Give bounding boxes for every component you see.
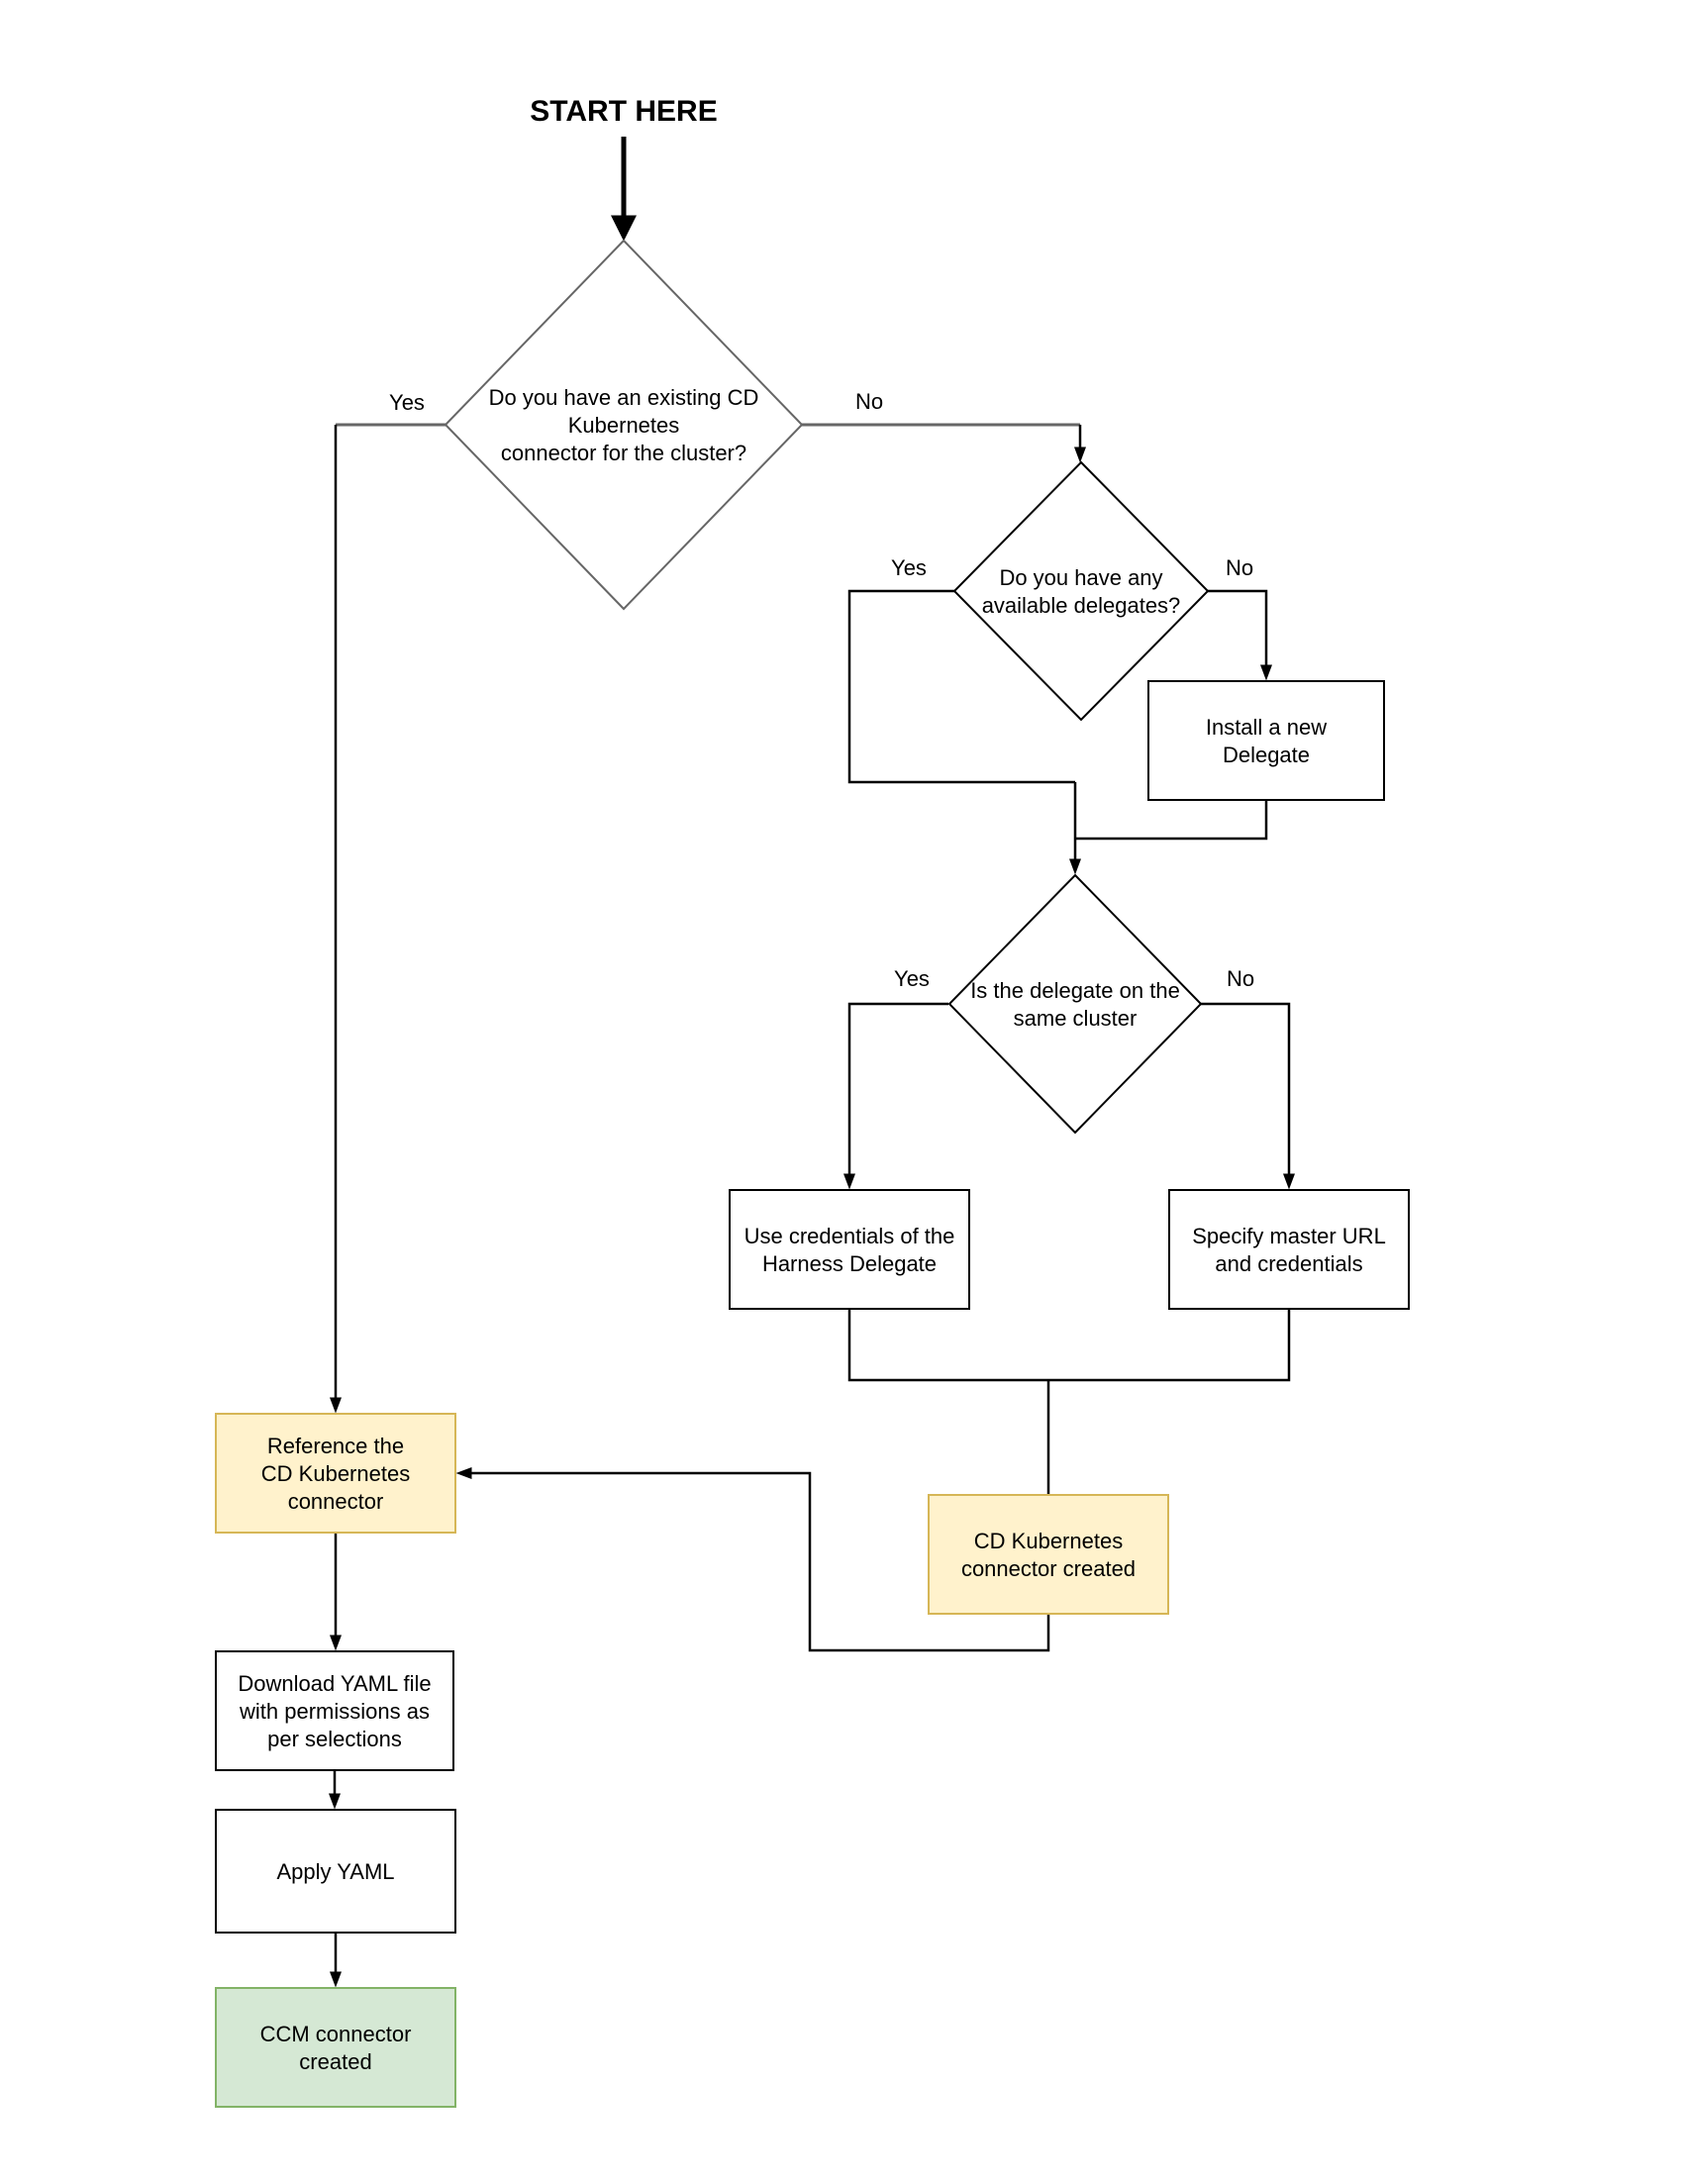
edge-label-label-no-available-delegates: No	[1226, 555, 1253, 580]
edge-install-to-junction	[1075, 800, 1268, 841]
download-yaml-file-box-shape	[215, 1650, 454, 1771]
edge-same-cluster-yes-to-use-credentials	[843, 1002, 948, 1190]
edge-label-label-yes-available-delegates: Yes	[891, 555, 927, 580]
edge-label-label-no-existing-connector: No	[855, 389, 883, 414]
edge-label-label-no-same-cluster: No	[1227, 966, 1254, 991]
edges-layer	[329, 137, 1295, 1988]
edge-label-label-yes-same-cluster: Yes	[894, 966, 930, 991]
apply-yaml-label: Apply YAML	[276, 1859, 394, 1884]
edge-delegates-no-to-install	[1208, 589, 1272, 681]
start-here-title: START HERE	[530, 95, 717, 128]
delegate-same-cluster-decision-diamond-shape	[947, 873, 1203, 1135]
specify-master-url-box-shape	[1168, 1189, 1410, 1310]
apply-yaml-box-shape	[215, 1809, 456, 1934]
install-new-delegate-box-shape	[1147, 680, 1385, 801]
edge-cd-connector-loop-to-reference	[455, 1467, 1050, 1652]
edge-label-label-yes-existing-connector: Yes	[389, 390, 425, 415]
use-delegate-credentials-box-shape	[729, 1189, 970, 1310]
available-delegates-decision-diamond-shape	[952, 460, 1210, 722]
existing-connector-decision-diamond-shape	[444, 239, 804, 611]
node-apply-yaml: Apply YAML	[215, 1809, 456, 1934]
cd-kubernetes-connector-created-box-shape	[928, 1494, 1169, 1615]
edge-credentials-merge	[847, 1309, 1291, 1382]
edge-delegates-yes-to-junction	[847, 589, 1075, 784]
edge-same-cluster-no-to-specify-url	[1200, 1002, 1295, 1190]
ccm-connector-created-box-shape	[215, 1987, 456, 2108]
reference-cd-kubernetes-connector-box-shape	[215, 1413, 456, 1534]
